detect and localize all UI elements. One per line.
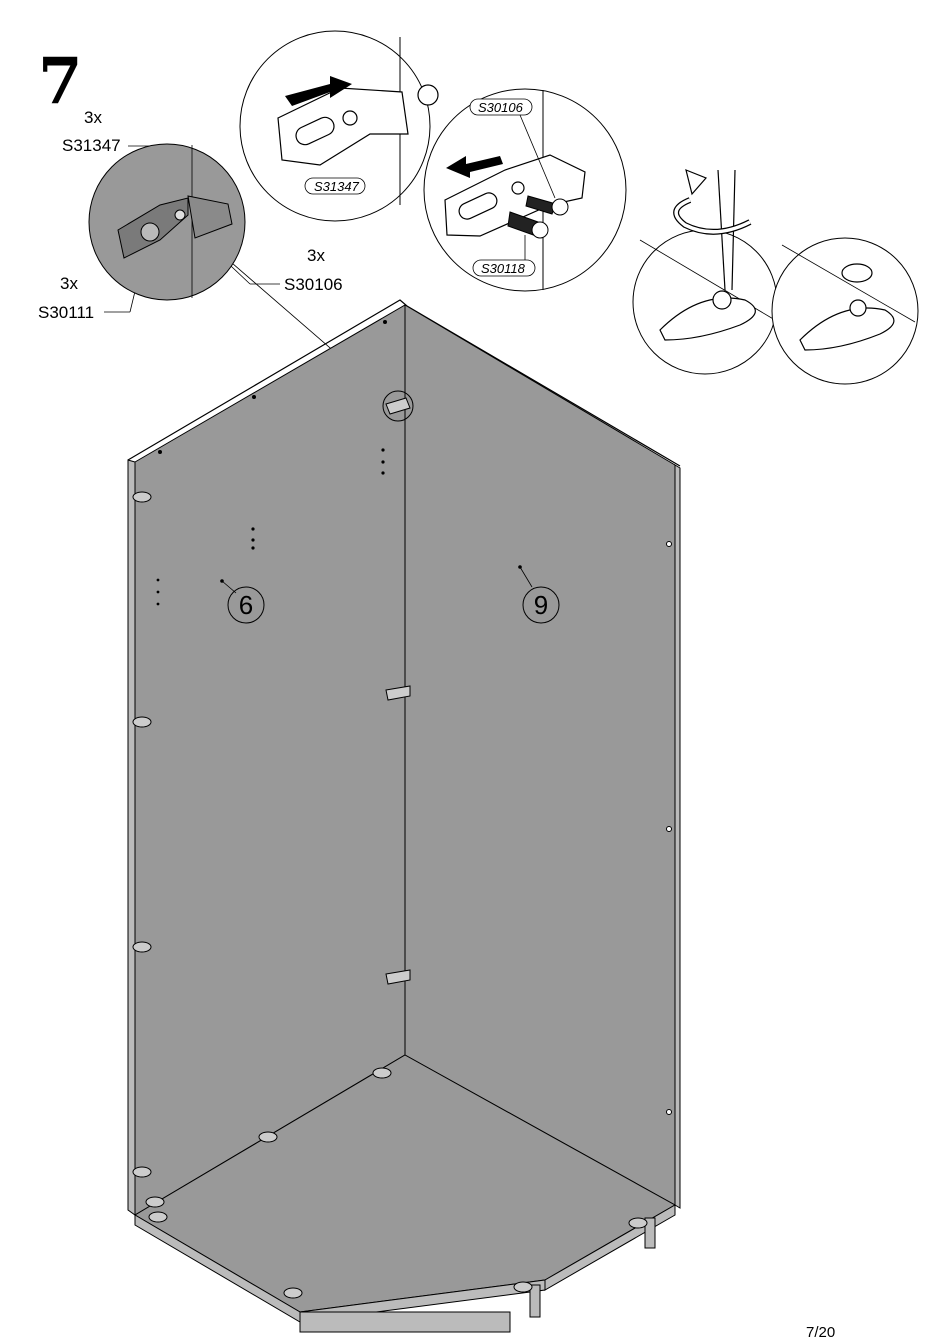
page-number: 7/20: [806, 1324, 835, 1341]
detail-dowel-tag: S30118: [481, 261, 526, 276]
detail-circle-insert: S31347: [239, 30, 439, 222]
screw-quantity: 3x: [307, 246, 325, 265]
panel-9-label: 9: [534, 590, 548, 620]
cabinet-assembly: 6 9: [127, 299, 681, 1333]
cam-quantity: 3x: [60, 274, 78, 293]
detail-circle-rotate-left: [632, 169, 778, 375]
detail-circle-rotate-right: [771, 237, 919, 385]
zoom-circle-bracket: [88, 143, 246, 301]
detail-bracket-tag: S31347: [314, 179, 360, 194]
screw-part-code: S30106: [284, 275, 343, 294]
step-number: 7: [38, 44, 83, 119]
bracket-part-code: S31347: [62, 136, 121, 155]
panel-6-label: 6: [239, 590, 253, 620]
bracket-quantity: 3x: [84, 108, 102, 127]
cam-part-code: S30111: [38, 303, 94, 322]
detail-circle-fasten: S30106 S30118: [423, 88, 627, 292]
detail-screw-tag: S30106: [478, 100, 524, 115]
